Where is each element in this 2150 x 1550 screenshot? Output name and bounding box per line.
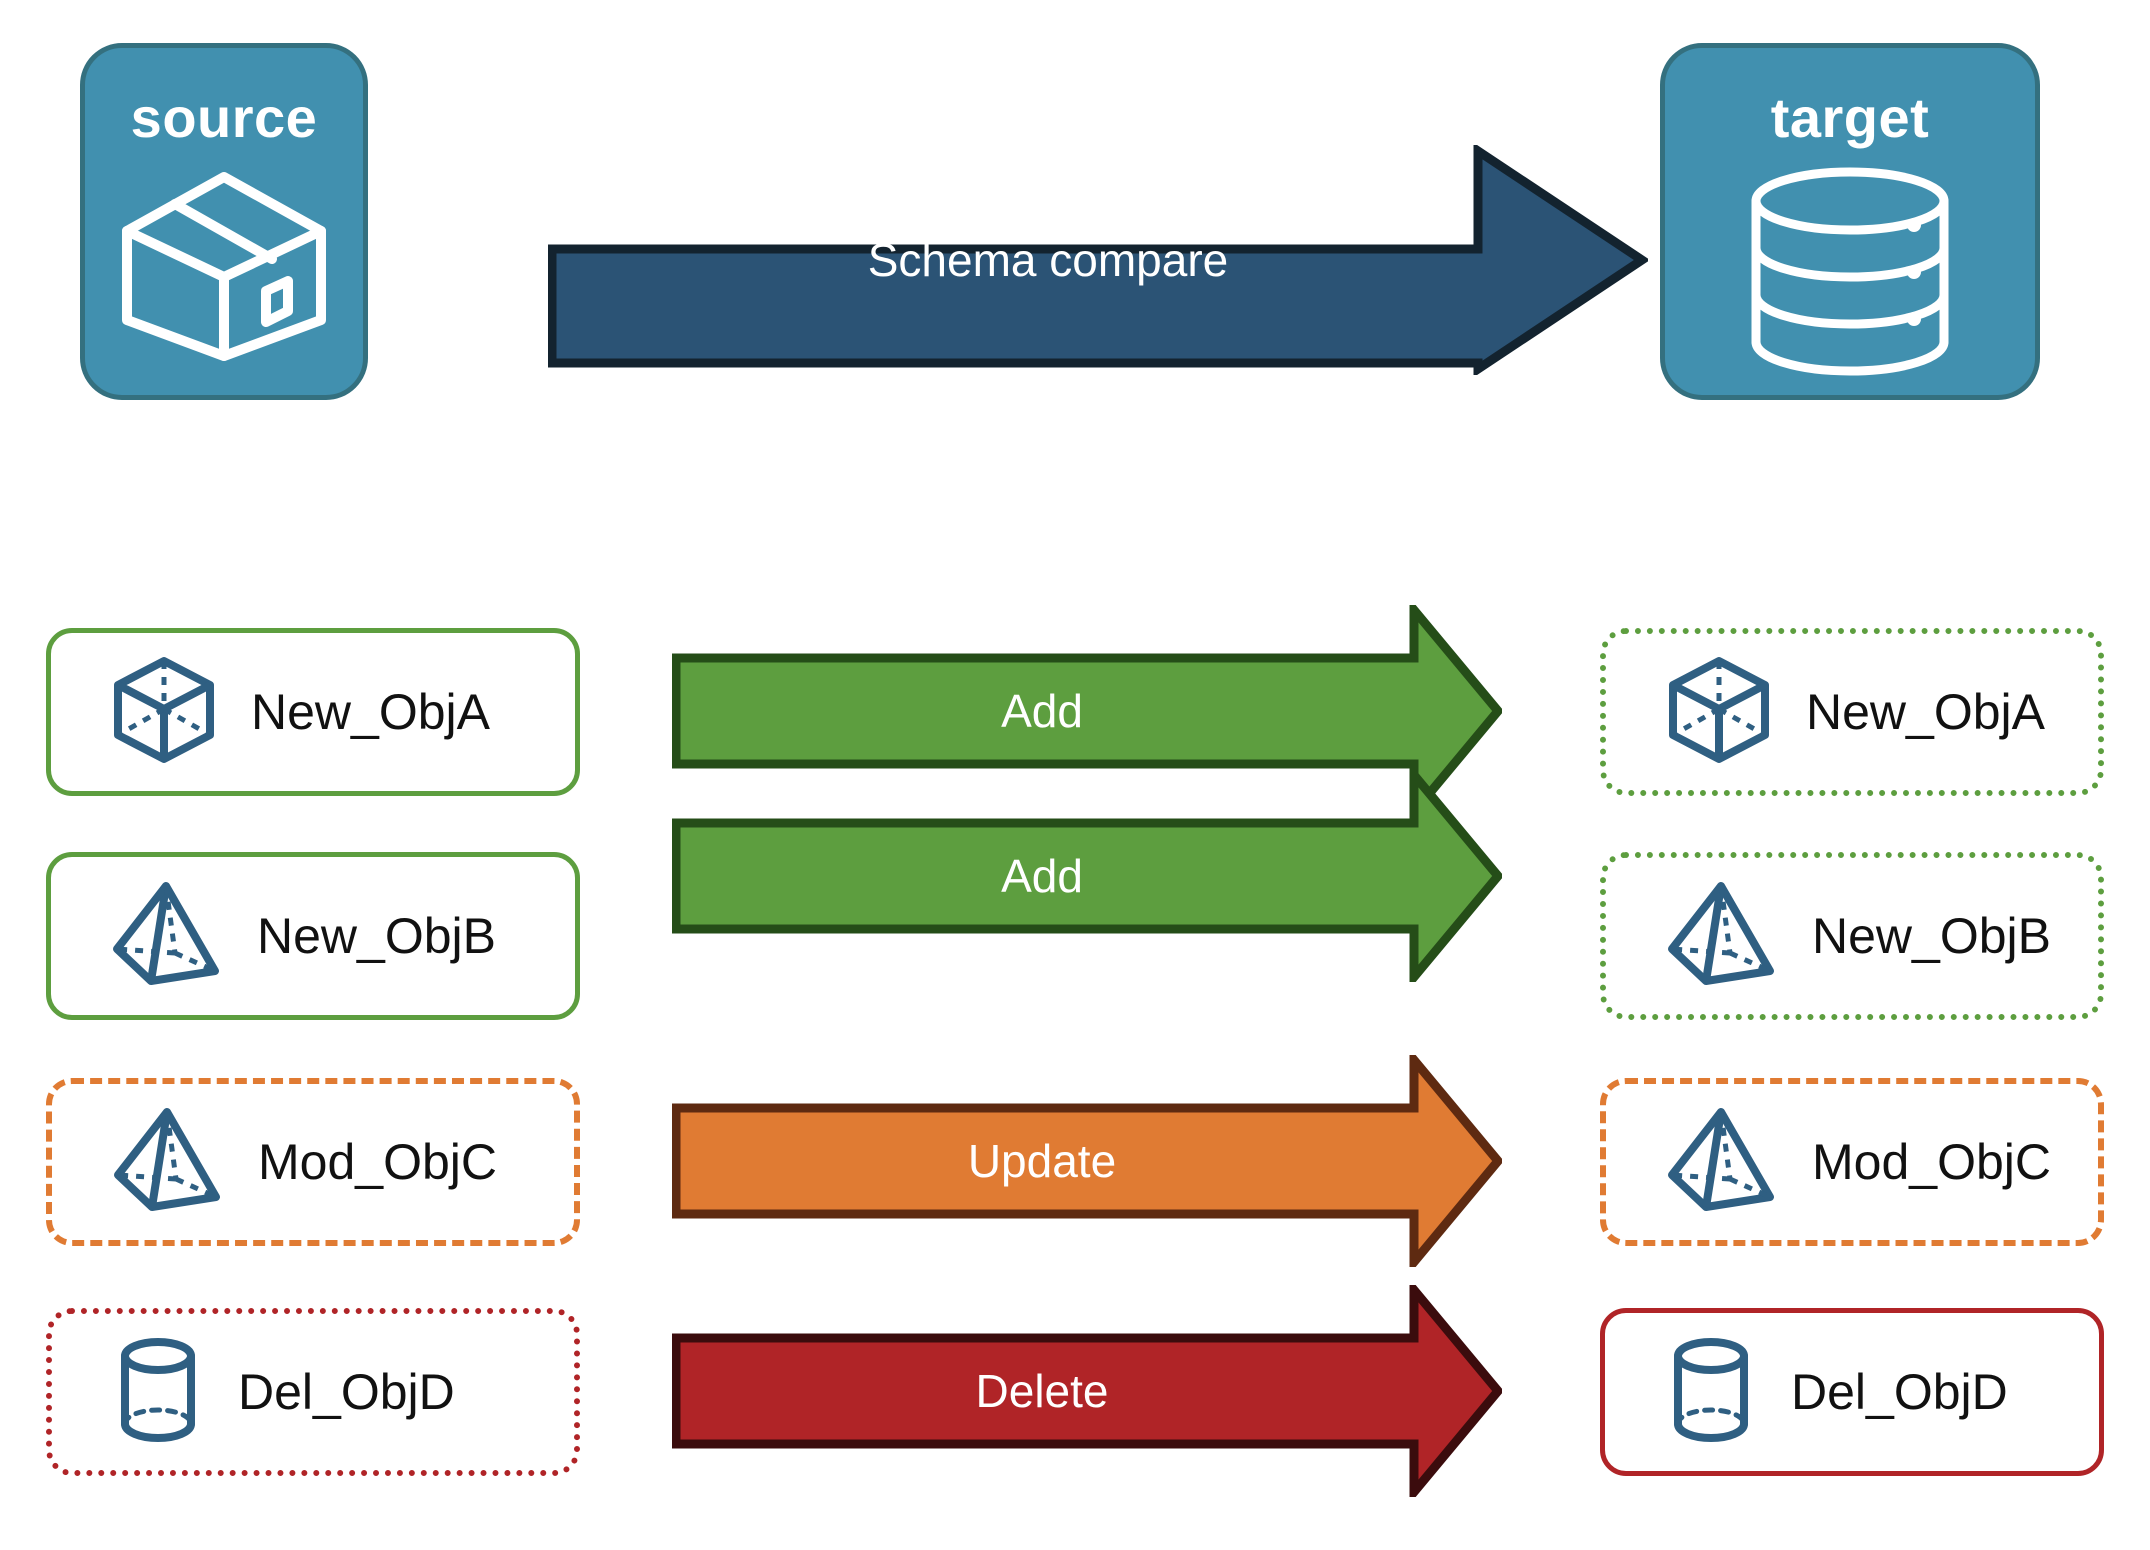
action-arrow-row-2[interactable]: Update	[671, 1047, 1504, 1275]
wireframe-pyramid-icon	[111, 879, 223, 994]
target-card-row-0[interactable]: New_ObjA	[1600, 628, 2104, 796]
target-card-row-3[interactable]: Del_ObjD	[1600, 1308, 2104, 1476]
target-card-label-row-2: Mod_ObjC	[1812, 1134, 2051, 1190]
target-card-row-1[interactable]: New_ObjB	[1600, 852, 2104, 1020]
wireframe-cylinder-icon	[1665, 1334, 1757, 1451]
target-card-label-row-0: New_ObjA	[1806, 684, 2045, 740]
source-card-row-2[interactable]: Mod_ObjC	[46, 1078, 580, 1246]
wireframe-cube-icon	[1666, 655, 1772, 770]
action-arrow-row-3[interactable]: Delete	[671, 1277, 1504, 1505]
wireframe-pyramid-icon	[1666, 1105, 1778, 1220]
source-card-label-row-0: New_ObjA	[251, 684, 490, 740]
database-cylinder-icon	[1742, 164, 1958, 385]
schema-compare-arrow[interactable]: Schema compare	[547, 142, 1651, 378]
source-card-label-row-1: New_ObjB	[257, 908, 496, 964]
action-arrow-shape-row-0	[671, 597, 1504, 825]
source-card-label-row-2: Mod_ObjC	[258, 1134, 497, 1190]
target-card-label-row-3: Del_ObjD	[1791, 1364, 2008, 1420]
source-panel[interactable]: source	[80, 43, 368, 400]
schema-compare-arrow-shape	[547, 142, 1651, 378]
source-card-row-0[interactable]: New_ObjA	[46, 628, 580, 796]
source-card-row-1[interactable]: New_ObjB	[46, 852, 580, 1020]
target-panel-title: target	[1770, 86, 1930, 149]
wireframe-pyramid-icon	[112, 1105, 224, 1220]
source-panel-title: source	[130, 86, 318, 149]
action-arrow-shape-row-2	[671, 1047, 1504, 1275]
source-card-row-3[interactable]: Del_ObjD	[46, 1308, 580, 1476]
target-card-label-row-1: New_ObjB	[1812, 908, 2051, 964]
package-box-icon	[118, 164, 330, 374]
source-card-label-row-3: Del_ObjD	[238, 1364, 455, 1420]
wireframe-cylinder-icon	[112, 1334, 204, 1451]
wireframe-cube-icon	[111, 655, 217, 770]
wireframe-pyramid-icon	[1666, 879, 1778, 994]
action-arrow-row-1[interactable]: Add	[671, 762, 1504, 990]
target-card-row-2[interactable]: Mod_ObjC	[1600, 1078, 2104, 1246]
action-arrow-shape-row-1	[671, 762, 1504, 990]
target-panel[interactable]: target	[1660, 43, 2040, 400]
action-arrow-shape-row-3	[671, 1277, 1504, 1505]
